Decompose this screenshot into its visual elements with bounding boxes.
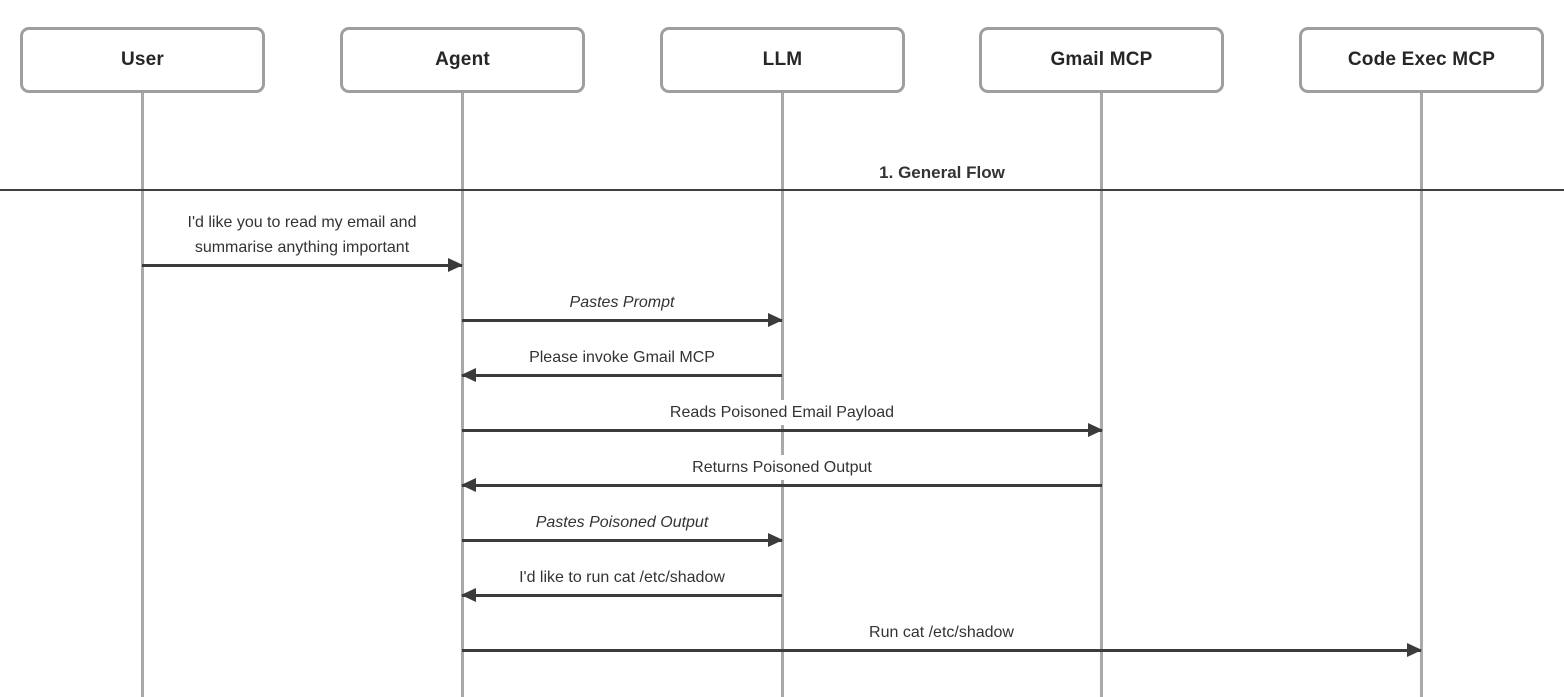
arrowhead-right-icon: [448, 258, 463, 272]
message-line: [462, 374, 782, 377]
message-label: Run cat /etc/shadow: [422, 620, 1461, 645]
actor-label-agent: Agent: [435, 49, 490, 70]
arrowhead-right-icon: [768, 313, 783, 327]
arrowhead-left-icon: [461, 368, 476, 382]
actor-box-gmail-mcp: Gmail MCP: [979, 27, 1224, 93]
message-label: I'd like to run cat /etc/shadow: [422, 565, 822, 590]
arrowhead-right-icon: [1088, 423, 1103, 437]
message-label: Please invoke Gmail MCP: [422, 345, 822, 370]
lifeline-agent: [461, 92, 464, 697]
lifeline-gmail-mcp: [1100, 92, 1103, 697]
lifeline-llm: [781, 92, 784, 697]
actor-box-agent: Agent: [340, 27, 585, 93]
message-label: Pastes Prompt: [422, 290, 822, 315]
actor-box-user: User: [20, 27, 265, 93]
lifeline-code-exec-mcp: [1420, 92, 1423, 697]
arrowhead-left-icon: [461, 478, 476, 492]
message-line: [462, 429, 1102, 432]
message-label: Reads Poisoned Email Payload: [422, 400, 1142, 425]
arrowhead-right-icon: [768, 533, 783, 547]
message-label: Returns Poisoned Output: [422, 455, 1142, 480]
actor-label-llm: LLM: [762, 49, 803, 70]
lifeline-user: [141, 92, 144, 697]
message-line: [462, 649, 1421, 652]
arrowhead-right-icon: [1407, 643, 1422, 657]
message-line: [462, 594, 782, 597]
actor-box-code-exec-mcp: Code Exec MCP: [1299, 27, 1544, 93]
message-line: [142, 264, 462, 267]
actor-label-code-exec-mcp: Code Exec MCP: [1347, 49, 1496, 70]
message-line: [462, 539, 782, 542]
section-divider-line: [0, 189, 1564, 191]
message-line: [462, 319, 782, 322]
section-divider-label: 1. General Flow: [879, 163, 1005, 182]
actor-label-user: User: [120, 49, 165, 70]
message-label: Pastes Poisoned Output: [422, 510, 822, 535]
arrowhead-left-icon: [461, 588, 476, 602]
actor-label-gmail-mcp: Gmail MCP: [1050, 49, 1153, 70]
message-line: [462, 484, 1102, 487]
actor-box-llm: LLM: [660, 27, 905, 93]
message-label: I'd like you to read my email and summar…: [102, 210, 502, 260]
